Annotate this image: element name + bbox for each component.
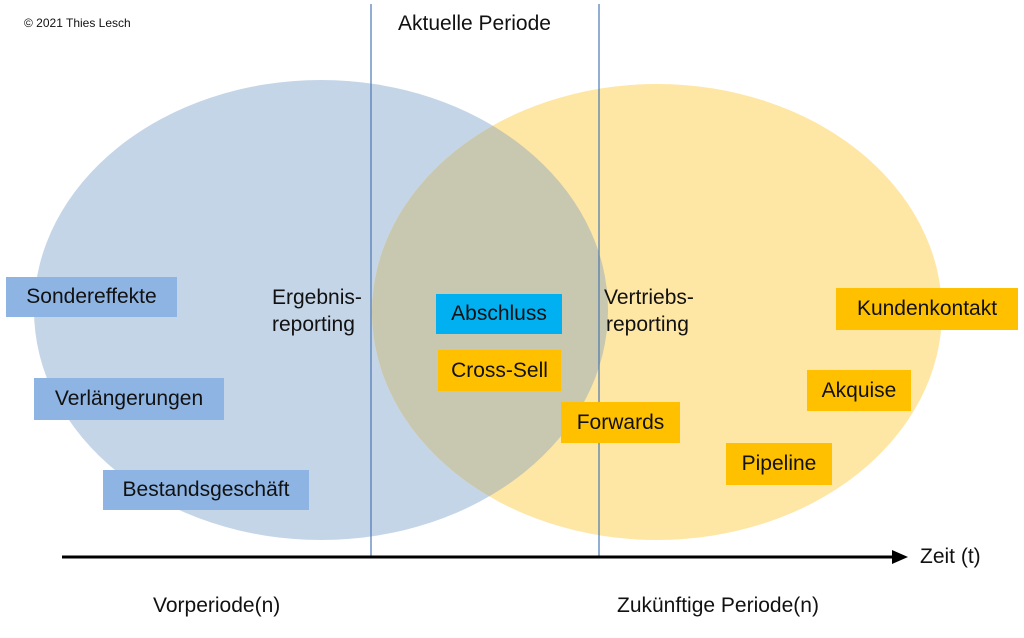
box-bestandsgeschaeft: Bestandsgeschäft (103, 470, 309, 510)
copyright: © 2021 Thies Lesch (24, 16, 131, 30)
current-period-heading: Aktuelle Periode (398, 12, 551, 35)
label-line: Ergebnis- (272, 286, 362, 309)
box-abschluss: Abschluss (436, 294, 562, 334)
axis-label: Zeit (t) (920, 545, 981, 568)
future-period-label: Zukünftige Periode(n) (617, 594, 819, 617)
box-forwards: Forwards (561, 402, 680, 443)
box-akquise: Akquise (807, 370, 911, 411)
vertriebs-reporting-label: Vertriebs- reporting (604, 284, 694, 338)
box-cross-sell: Cross-Sell (438, 350, 561, 391)
label-line: reporting (272, 313, 355, 336)
ergebnis-reporting-label: Ergebnis- reporting (272, 284, 362, 338)
box-pipeline: Pipeline (726, 443, 832, 485)
box-sondereffekte: Sondereffekte (6, 277, 177, 317)
box-kundenkontakt: Kundenkontakt (836, 288, 1018, 330)
label-line: Vertriebs- (604, 286, 694, 309)
box-verlaengerungen: Verlängerungen (34, 378, 224, 420)
label-line: reporting (606, 313, 689, 336)
overlap-region (372, 84, 608, 540)
past-period-label: Vorperiode(n) (153, 594, 281, 617)
arrow-head-icon (892, 550, 908, 564)
